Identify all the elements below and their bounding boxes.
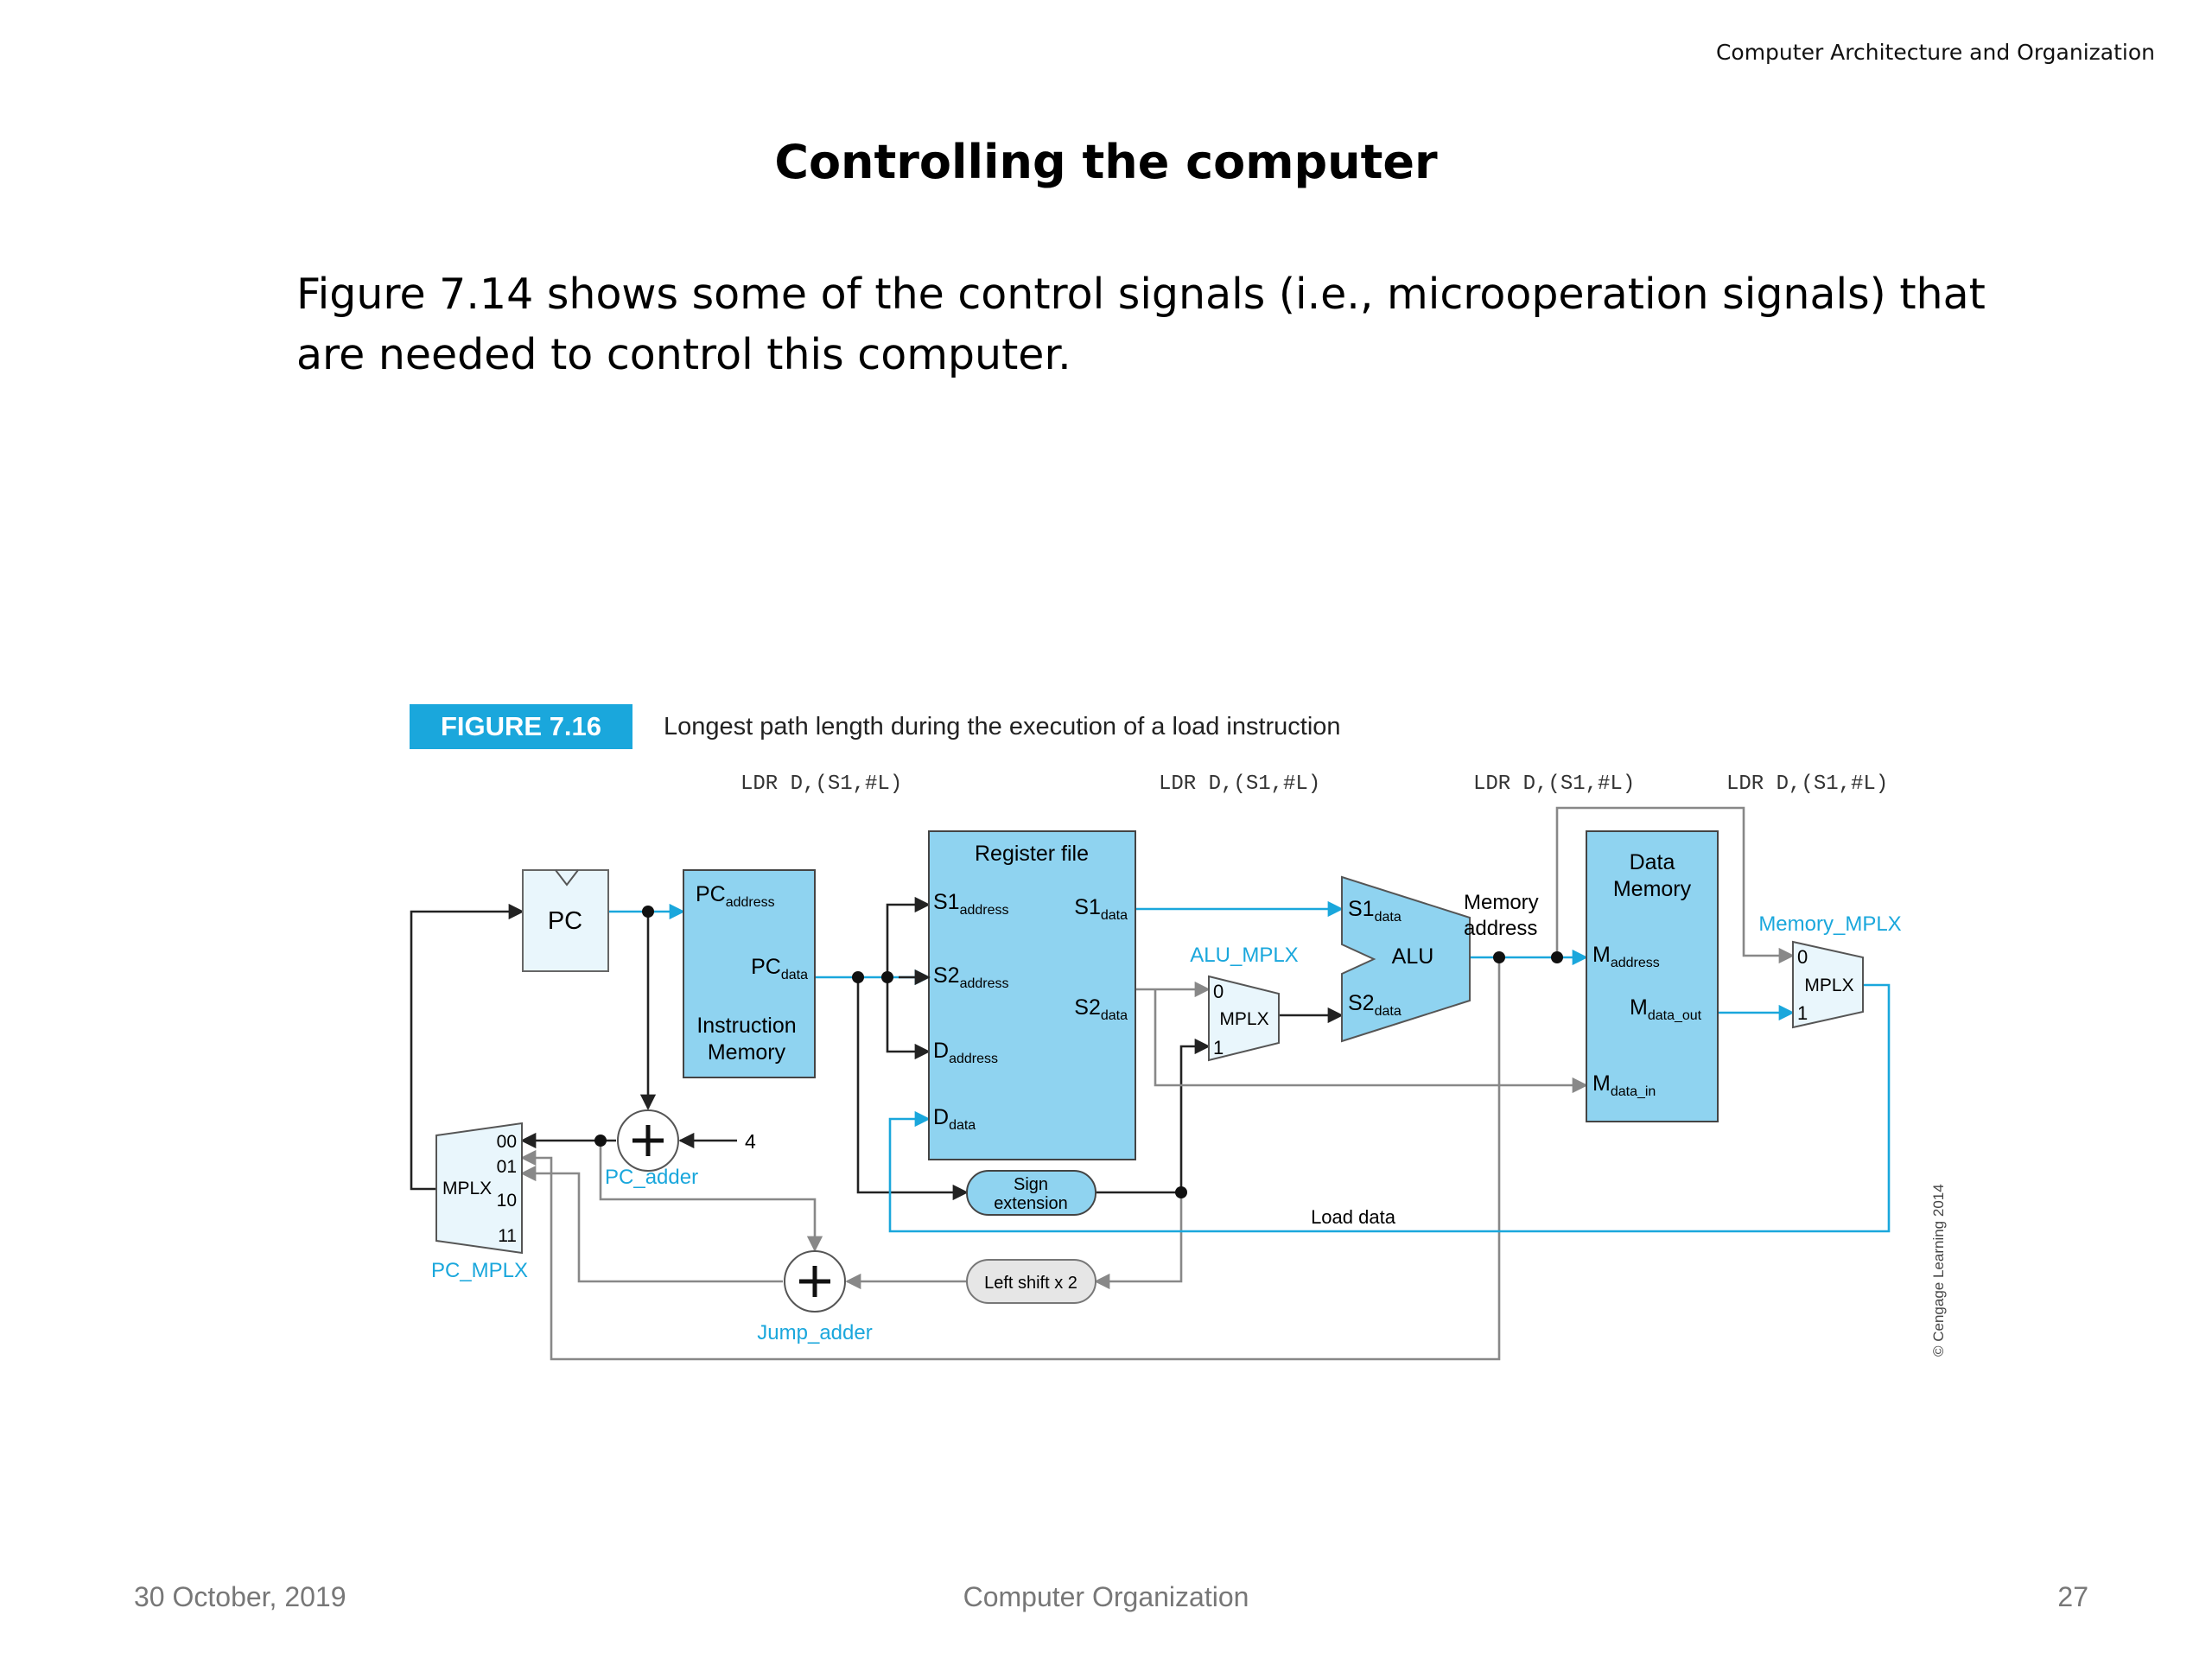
pc-mplx xyxy=(435,1122,523,1255)
plus-icon xyxy=(632,1125,664,1156)
wire-alu-to-mplx01 xyxy=(520,1149,553,1173)
wire-alu-to-bottom xyxy=(550,957,1501,1361)
plus-icon xyxy=(799,1266,830,1297)
slide-title: Controlling the computer xyxy=(774,135,1438,189)
wire-to-daddr xyxy=(886,977,931,1060)
register-file xyxy=(928,830,1136,1160)
m-address-port: Maddress xyxy=(1592,943,1660,970)
wire-load-data xyxy=(888,983,1891,1233)
instr-label-1: LDR D,(S1,#L) xyxy=(741,772,902,796)
alu-s1-port: S1data xyxy=(1348,897,1402,925)
slide-body-text: Figure 7.14 shows some of the control si… xyxy=(296,270,1986,379)
figure-badge: FIGURE 7.16 xyxy=(441,711,601,741)
wire-jump-to-mplx10 xyxy=(520,1165,783,1283)
alu-mplx xyxy=(1208,975,1280,1062)
instruction-memory xyxy=(683,869,816,1078)
pc-adder-name: PC_adder xyxy=(605,1166,698,1189)
pc-mplx-in10: 10 xyxy=(497,1191,517,1211)
page-number: 27 xyxy=(2057,1581,2088,1612)
s2-address-port: S2address xyxy=(933,963,1009,991)
figure-badge-box xyxy=(410,704,632,749)
wire-adder-to-jump xyxy=(599,1141,823,1252)
instr-label-2: LDR D,(S1,#L) xyxy=(1159,772,1320,796)
s1-address-port: S1address xyxy=(933,890,1009,918)
alu xyxy=(1341,875,1471,1043)
memory-mplx xyxy=(1792,940,1864,1029)
pc-mplx-in01: 01 xyxy=(497,1157,517,1177)
copyright-note: © Cengage Learning 2014 xyxy=(1930,1184,1947,1357)
junction-dot xyxy=(642,906,654,918)
pc-adder-constant: 4 xyxy=(745,1130,756,1153)
d-data-port: Ddata xyxy=(933,1105,976,1133)
alu-label: ALU xyxy=(1392,944,1434,969)
footer-date: 30 October, 2019 xyxy=(134,1581,346,1612)
footer-title: Computer Organization xyxy=(963,1581,1249,1612)
load-data-label: Load data xyxy=(1311,1206,1396,1228)
sign-extension-label-2: extension xyxy=(994,1194,1068,1213)
left-shift-label: Left shift x 2 xyxy=(984,1274,1077,1293)
left-shift xyxy=(966,1259,1096,1304)
junction-dot xyxy=(1551,951,1563,963)
course-header: Computer Architecture and Organization xyxy=(1715,40,2155,65)
pc-mplx-label: MPLX xyxy=(442,1179,492,1198)
data-memory-label-2: Memory xyxy=(1613,877,1692,901)
memory-address-label-2: address xyxy=(1464,917,1537,940)
s1-data-port: S1data xyxy=(1074,895,1128,923)
alu-mplx-in1: 1 xyxy=(1213,1037,1224,1058)
sign-extension xyxy=(966,1170,1096,1216)
s2-data-port: S2data xyxy=(1074,995,1128,1023)
alu-s2-port: S2data xyxy=(1348,991,1402,1019)
pc-address-port: PCaddress xyxy=(696,882,775,910)
junction-dot xyxy=(1175,1186,1187,1198)
wire-signext-to-alumux xyxy=(1096,1038,1211,1194)
alu-mplx-label: MPLX xyxy=(1219,1009,1268,1029)
register-file-title: Register file xyxy=(975,842,1089,866)
m-data-in-port: Mdata_in xyxy=(1592,1071,1656,1099)
memory-mplx-name: Memory_MPLX xyxy=(1758,912,1901,936)
wire-to-s1addr xyxy=(886,896,931,977)
junction-dot xyxy=(881,971,893,983)
memory-mplx-in1: 1 xyxy=(1797,1002,1808,1024)
junction-dot xyxy=(852,971,864,983)
sign-extension-label-1: Sign xyxy=(1014,1175,1048,1194)
instr-label-4: LDR D,(S1,#L) xyxy=(1726,772,1888,796)
figure-caption: Longest path length during the execution… xyxy=(664,713,1341,741)
pc-register xyxy=(522,869,609,972)
wire-alu-to-memmux xyxy=(1555,806,1795,964)
pc-mplx-in00: 00 xyxy=(497,1132,517,1152)
clock-icon xyxy=(555,869,579,887)
pc-data-port: PCdata xyxy=(751,955,808,982)
alu-mplx-in0: 0 xyxy=(1213,981,1224,1002)
memory-address-label-1: Memory xyxy=(1464,891,1539,914)
pc-label: PC xyxy=(548,907,582,935)
wire-s2data-to-mdatain xyxy=(1154,989,1588,1094)
jump-adder-name: Jump_adder xyxy=(757,1321,872,1344)
data-memory xyxy=(1586,830,1719,1122)
data-memory-label-1: Data xyxy=(1630,850,1675,874)
junction-dot xyxy=(594,1135,607,1147)
imem-label-2: Memory xyxy=(708,1040,786,1065)
instr-label-3: LDR D,(S1,#L) xyxy=(1473,772,1635,796)
wire-pcmplx-to-pc xyxy=(410,903,524,1191)
memory-mplx-label: MPLX xyxy=(1804,976,1853,995)
imem-label-1: Instruction xyxy=(696,1014,796,1038)
d-address-port: Daddress xyxy=(933,1039,998,1066)
alu-mplx-name: ALU_MPLX xyxy=(1190,944,1298,967)
m-data-out-port: Mdata_out xyxy=(1630,995,1702,1023)
wire-to-signext xyxy=(856,977,969,1201)
junction-dot xyxy=(1493,951,1505,963)
wire-signext-to-shift xyxy=(1094,1192,1183,1290)
memory-mplx-in0: 0 xyxy=(1797,946,1808,968)
pc-mplx-in11: 11 xyxy=(498,1226,517,1246)
pc-mplx-name: PC_MPLX xyxy=(431,1259,528,1282)
